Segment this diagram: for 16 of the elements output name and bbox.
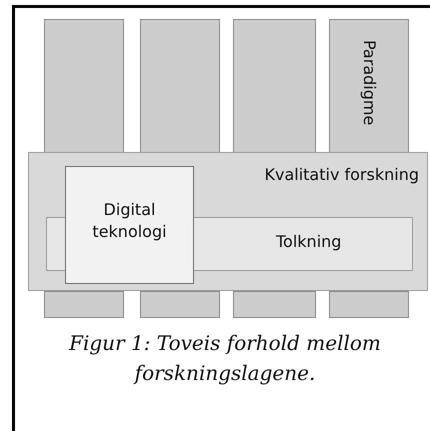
inner-band: [194, 217, 413, 271]
band-label: Kvalitativ forskning: [264, 165, 419, 184]
research-band: [28, 152, 428, 291]
box-label: Digital teknologi: [91, 199, 168, 242]
layer-bar: [329, 291, 409, 318]
layer-bar: [140, 291, 220, 318]
layer-bar: [233, 291, 316, 318]
layer-bar: [44, 19, 124, 153]
layer-bar: [233, 19, 316, 153]
vertical-label: Paradigme: [360, 40, 379, 126]
layer-bar: [44, 291, 124, 318]
technology-box: [65, 166, 194, 284]
band-label: Tolkning: [276, 232, 342, 251]
layer-bar: [140, 19, 220, 153]
layer-bar: [329, 19, 409, 153]
figure-caption: Figur 1: Toveis forhold mellom forskningslagene.: [68, 330, 382, 387]
